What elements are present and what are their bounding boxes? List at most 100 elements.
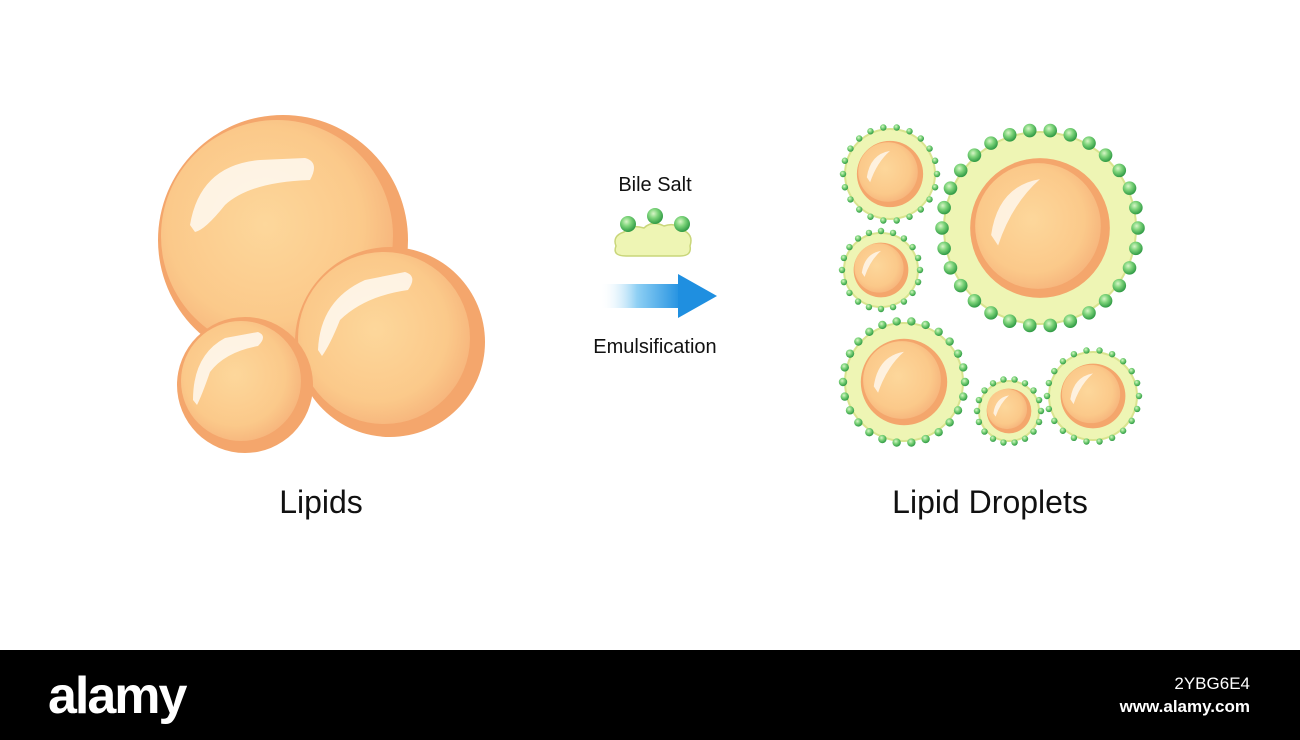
bile-salt-bead [960,377,970,387]
bile-salt-bead [1129,200,1143,215]
bile-salt-bead [1045,405,1053,413]
bile-salt-bead [889,303,897,311]
bile-salt-bead [854,418,863,427]
bile-salt-bead [989,435,997,442]
bile-salt-bead [854,337,863,346]
bile-salt-bead [959,363,968,372]
bile-salt-bead [878,434,887,444]
bile-salt-bead [865,428,874,437]
bile-salt-bead [1030,387,1037,394]
bile-salt-bead [1112,278,1127,293]
bile-salt-bead [1000,376,1007,383]
bile-salt-bead [967,148,982,162]
bile-salt-bead [943,261,958,275]
bile-salt-bead [1059,427,1067,434]
bile-salt-bead [840,363,849,372]
bile-salt-bead [945,337,954,346]
bile-salt-bead [1002,128,1017,142]
bile-salt-bead [1082,136,1096,150]
bile-salt-bead [1119,358,1127,365]
bile-salt-bead [1135,392,1143,400]
bile-salt-bead [1022,318,1037,333]
bile-salt-bead [1096,347,1103,354]
bile-salt-bead [926,145,933,152]
bile-salt-bead [867,213,874,220]
bile-salt-bead [1128,417,1135,425]
bile-salt-bead [981,387,988,394]
bile-salt-bead [900,298,908,305]
bile-salt-bead [893,217,900,224]
image-id: 2YBG6E4 [1174,674,1250,693]
bile-salt-bead [975,396,983,404]
bile-salt-bead [847,145,854,152]
bile-salt-bead [892,317,901,326]
bile-salt-bead [1108,434,1116,442]
bile-salt-bead [854,298,862,305]
bile-salt-bead [856,135,863,142]
bile-salt-bead [865,327,874,336]
emulsification-illustration [158,115,1145,453]
bile-salt-bead [1070,350,1078,358]
bile-salt-bead [841,184,849,191]
bile-salt-bead [878,320,887,330]
bile-salt-bead [914,278,922,286]
brand-logo[interactable]: alamy [48,667,187,725]
bile-salt-label: Bile Salt [618,174,692,196]
bile-salt-bead [854,235,862,242]
bile-salt-bead [907,317,916,326]
bile-salt-bead [877,227,885,235]
bile-salt-bead [953,163,968,178]
bile-salt-bead [917,206,924,213]
bile-salt-bead [1133,379,1141,387]
bile-salt-bead [959,392,968,401]
bile-salt-bead [1043,123,1058,138]
bile-salt-bead [838,266,846,274]
bile-salt-bead [877,305,885,313]
bile-salt-bead [1122,261,1137,275]
bile-salt-bead [840,278,848,286]
bile-salt-bead [847,196,854,203]
bile-salt-bead [917,135,924,142]
lipid-droplet [838,227,924,313]
bile-salt-bead [907,438,916,447]
bile-salt-bead [1043,392,1051,400]
bile-salt-bead [867,128,874,135]
bile-salt-bead [1096,438,1103,445]
bile-salt-bead [880,217,887,224]
bile-salt-bead [840,254,848,262]
bile-salt-bead [1083,347,1090,354]
bile-salt-bead [916,266,924,274]
bile-salt-bead [906,213,913,220]
bile-salt-bead [1059,358,1067,365]
bile-salt-bead [865,303,873,311]
bile-salt-bead [984,136,998,150]
bile-salt-bead [1043,318,1058,333]
lipid-droplet [838,317,970,447]
bile-salt-bead [953,278,968,293]
bile-salt-bead [1051,417,1058,425]
lipid-droplets-label: Lipid Droplets [892,484,1088,520]
lipid-droplet [935,123,1145,333]
lipid-globule-small [177,317,313,453]
bile-salt-bead [1021,380,1029,387]
bile-salt-bead [1129,241,1143,256]
bile-salt-bead [945,418,954,427]
bile-salt-bead [1082,306,1096,320]
bile-salt-bead [1119,427,1127,434]
bile-salt-bead [856,206,863,213]
bile-salt-bead [1098,148,1113,162]
lipids-label: Lipids [279,484,363,520]
bile-salt-bead [1128,367,1135,375]
bile-salt-bead [973,407,981,415]
bile-salt-bead [935,221,949,235]
site-url[interactable]: www.alamy.com [1119,697,1250,716]
bile-salt-bead [981,428,988,435]
bile-salt-bead [1045,379,1053,387]
bile-salt-bead [845,406,855,415]
bile-salt-bead [933,170,941,178]
bile-salt-bead [953,406,963,415]
bile-salt-bead [1035,396,1043,404]
bile-salt-bead [1002,314,1017,328]
bile-salt-bead [937,200,951,215]
